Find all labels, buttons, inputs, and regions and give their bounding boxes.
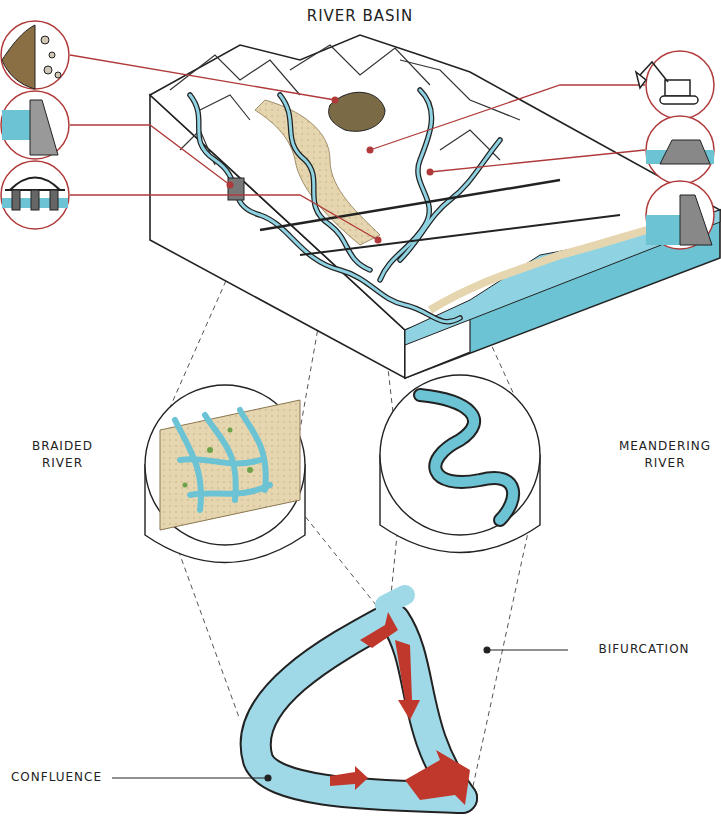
meandering-inset [380, 375, 540, 553]
bridge-piers [12, 190, 58, 210]
dam-water [2, 110, 30, 140]
dam-icon [30, 100, 58, 155]
diagram-title: RIVER BASIN [260, 6, 460, 28]
mountains [170, 45, 520, 165]
river [190, 90, 500, 322]
leader-dots [227, 97, 434, 244]
block-top [150, 35, 720, 330]
river-type-label: MEANDERING RIVER [612, 438, 718, 473]
bridge-icon [5, 178, 65, 191]
icon-circles [1, 21, 714, 249]
river-outline [190, 90, 500, 322]
rocks [41, 36, 61, 78]
sea [405, 210, 720, 345]
road [300, 215, 620, 255]
river-type-label: BRAIDED RIVER [10, 438, 115, 473]
feature-label: CONFLUENCE [4, 769, 109, 786]
beach [430, 215, 700, 310]
dam [228, 178, 244, 200]
excavator-icon [636, 62, 698, 104]
dam-icon [680, 195, 712, 245]
leader-lines [70, 55, 645, 240]
braided-inset [145, 385, 305, 563]
feature-label: BIFURCATION [574, 641, 714, 658]
label-leaders [112, 647, 568, 781]
weir-icon [660, 140, 710, 164]
rockfall-icon [2, 25, 35, 89]
road [260, 180, 560, 230]
landslide [329, 92, 385, 131]
flow-arrows [330, 612, 470, 805]
